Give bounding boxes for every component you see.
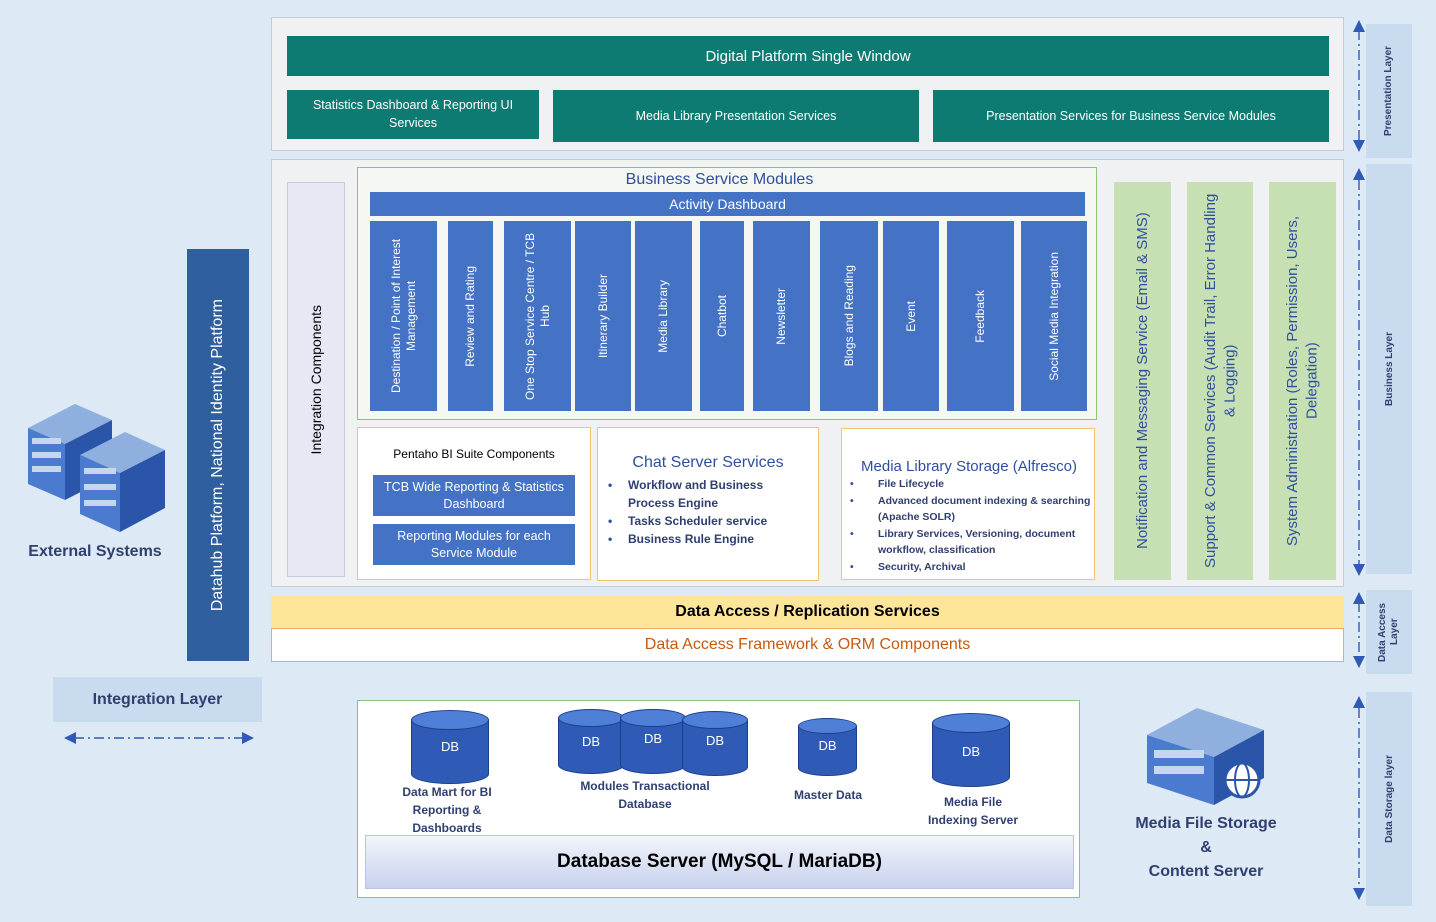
pentaho-modules-label: Reporting Modules for each Service Modul… <box>397 528 551 560</box>
orm-components-label: Data Access Framework & ORM Components <box>644 636 971 653</box>
single-window-box: Digital Platform Single Window <box>287 36 1329 76</box>
list-item: Tasks Scheduler service <box>600 512 812 530</box>
data-storage-layer-label: Data Storage layer <box>1366 692 1412 906</box>
list-item: Business Rule Engine <box>600 530 812 548</box>
media-storage-label: Media File Storage & Content Server <box>1110 812 1302 884</box>
single-window-label: Digital Platform Single Window <box>705 47 911 65</box>
transactional-db-icon-3: DB <box>682 711 748 777</box>
list-item: Advanced document indexing & searching (… <box>842 493 1092 526</box>
integration-layer-box: Integration Layer <box>53 677 262 722</box>
list-item: Library Services, Versioning, document w… <box>842 526 1092 559</box>
system-admin-box: System Administration (Roles, Permission… <box>1269 182 1336 580</box>
media-presentation-box: Media Library Presentation Services <box>553 90 919 142</box>
media-storage-server-icon <box>1147 708 1264 805</box>
pentaho-modules-box: Reporting Modules for each Service Modul… <box>373 524 575 565</box>
integration-layer-label: Integration Layer <box>92 690 223 708</box>
data-mart-label: Data Mart for BI Reporting & Dashboards <box>402 785 492 835</box>
business-presentation-label: Presentation Services for Business Servi… <box>986 109 1276 123</box>
module-review-rating: Review and Rating <box>448 221 493 411</box>
media-storage-line1: Media File Storage <box>1135 815 1277 832</box>
module-social-media: Social Media Integration <box>1021 221 1087 411</box>
data-mart-db-icon: DB <box>411 710 489 786</box>
pentaho-title: Pentaho BI Suite Components <box>393 447 555 461</box>
layer-arrows-icon <box>1353 20 1365 900</box>
orm-components-bar: Data Access Framework & ORM Components <box>271 628 1344 662</box>
external-systems-label: External Systems <box>28 543 162 560</box>
replication-services-label: Data Access / Replication Services <box>675 603 940 620</box>
list-item: Workflow and Business Process Engine <box>600 476 812 512</box>
notification-service-label: Notification and Messaging Service (Emai… <box>1133 212 1151 550</box>
alfresco-title: Media Library Storage (Alfresco) <box>861 457 1077 475</box>
chat-server-list: Workflow and Business Process Engine Tas… <box>600 476 812 548</box>
business-presentation-box: Presentation Services for Business Servi… <box>933 90 1329 142</box>
media-index-db-icon: DB <box>932 713 1010 789</box>
integration-components-label: Integration Components <box>308 304 324 455</box>
support-services-label: Support & Common Services (Audit Trail, … <box>1201 193 1239 569</box>
list-item: Security, Archival <box>842 559 1092 576</box>
media-presentation-label: Media Library Presentation Services <box>635 109 837 123</box>
module-newsletter: Newsletter <box>753 221 810 411</box>
system-admin-label: System Administration (Roles, Permission… <box>1284 215 1321 547</box>
transactional-db-icon-1: DB <box>558 709 624 775</box>
stats-ui-box: Statistics Dashboard & Reporting UI Serv… <box>287 90 539 139</box>
transactional-label: Modules Transactional Database <box>580 779 710 811</box>
replication-services-bar: Data Access / Replication Services <box>271 596 1344 628</box>
support-services-box: Support & Common Services (Audit Trail, … <box>1187 182 1253 580</box>
presentation-layer-label: Presentation Layer <box>1366 24 1412 158</box>
integration-layer-arrow-icon <box>64 732 254 744</box>
media-storage-line3: Content Server <box>1148 863 1264 880</box>
business-layer-label: Business Layer <box>1366 164 1412 574</box>
chat-server-title: Chat Server Services <box>632 454 784 471</box>
notification-service-box: Notification and Messaging Service (Emai… <box>1114 182 1171 580</box>
database-server-bar: Database Server (MySQL / MariaDB) <box>365 835 1074 889</box>
stats-ui-label: Statistics Dashboard & Reporting UI Serv… <box>312 98 514 130</box>
data-access-layer-label: Data Access Layer <box>1366 590 1412 674</box>
database-server-label: Database Server (MySQL / MariaDB) <box>557 851 882 872</box>
module-chatbot: Chatbot <box>700 221 744 411</box>
integration-components-box: Integration Components <box>287 182 345 577</box>
external-systems-server-icon <box>28 404 165 532</box>
pentaho-reporting-label: TCB Wide Reporting & Statistics Dashboar… <box>384 479 564 511</box>
media-storage-line2: & <box>1200 839 1212 856</box>
master-data-label: Master Data <box>793 788 863 802</box>
media-index-label: Media File Indexing Server <box>927 795 1019 827</box>
transactional-db-icon-2: DB <box>620 709 686 775</box>
module-blogs: Blogs and Reading <box>820 221 878 411</box>
datahub-platform-label: Datahub Platform, National Identity Plat… <box>209 298 226 612</box>
pentaho-reporting-box: TCB Wide Reporting & Statistics Dashboar… <box>373 475 575 516</box>
module-itinerary: Itinerary Builder <box>575 221 631 411</box>
list-item: File Lifecycle <box>842 476 1092 493</box>
master-data-db-icon: DB <box>798 718 857 776</box>
module-destination: Destination / Point of Interest Manageme… <box>370 221 437 411</box>
datahub-platform-box: Datahub Platform, National Identity Plat… <box>187 249 249 661</box>
module-event: Event <box>883 221 939 411</box>
module-feedback: Feedback <box>947 221 1014 411</box>
activity-dashboard-label: Activity Dashboard <box>669 196 786 212</box>
activity-dashboard-bar: Activity Dashboard <box>370 192 1085 216</box>
alfresco-list: File Lifecycle Advanced document indexin… <box>842 476 1092 575</box>
module-media-library: Media Library <box>635 221 692 411</box>
business-modules-title: Business Service Modules <box>625 171 814 188</box>
module-one-stop: One Stop Service Centre / TCB Hub <box>504 221 571 411</box>
